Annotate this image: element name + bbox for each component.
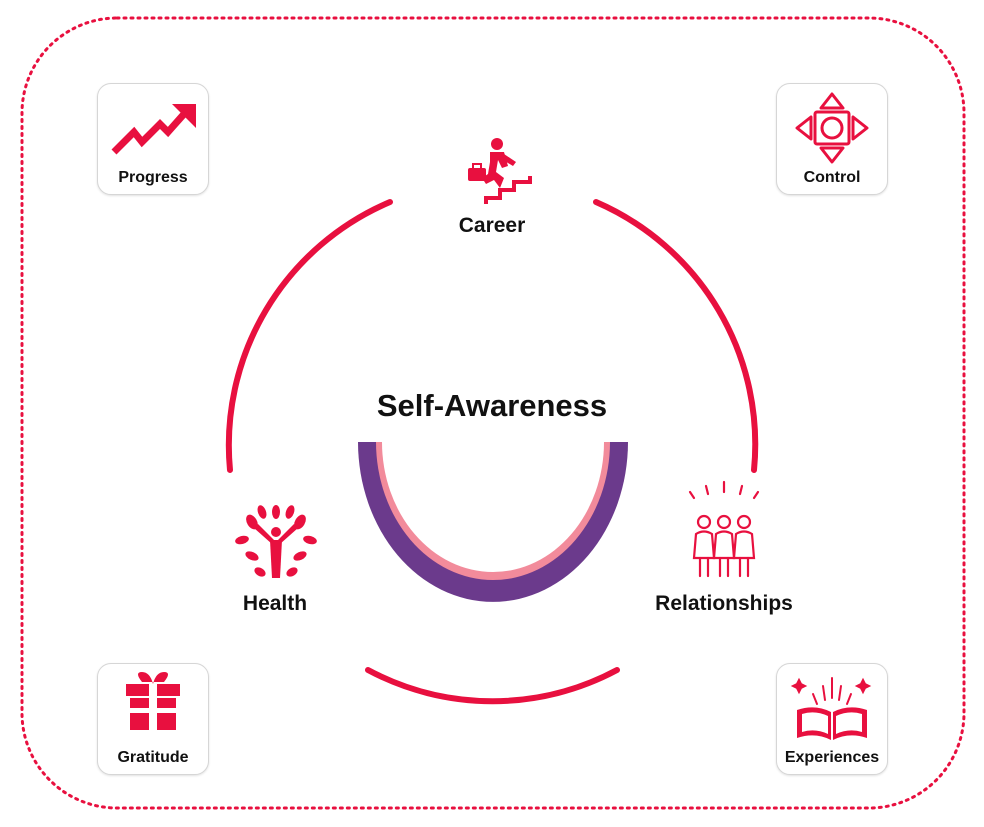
card-control: Control xyxy=(776,83,888,195)
directional-pad-icon xyxy=(795,92,869,164)
card-progress-label: Progress xyxy=(118,169,188,186)
card-progress: Progress xyxy=(97,83,209,195)
trending-up-arrow-icon xyxy=(111,104,196,155)
card-control-label: Control xyxy=(803,169,861,186)
person-climbing-stairs-with-briefcase-icon xyxy=(468,138,532,204)
node-health-label: Health xyxy=(242,592,308,615)
group-of-people-icon xyxy=(688,480,760,578)
open-book-sparkles-icon xyxy=(790,677,872,740)
card-gratitude: Gratitude xyxy=(97,663,209,775)
gift-icon xyxy=(126,672,180,730)
card-experiences-label: Experiences xyxy=(784,749,880,766)
ring-arc-bottom xyxy=(365,667,620,705)
card-experiences: Experiences xyxy=(776,663,888,775)
ring-arc-top-right xyxy=(593,199,759,473)
tree-person-icon xyxy=(235,505,317,578)
ring-arc-top-left xyxy=(225,199,393,473)
card-gratitude-label: Gratitude xyxy=(117,749,189,766)
center-title: Self-Awareness xyxy=(376,388,608,423)
node-career-label: Career xyxy=(458,214,526,237)
node-relationships-label: Relationships xyxy=(655,592,793,615)
